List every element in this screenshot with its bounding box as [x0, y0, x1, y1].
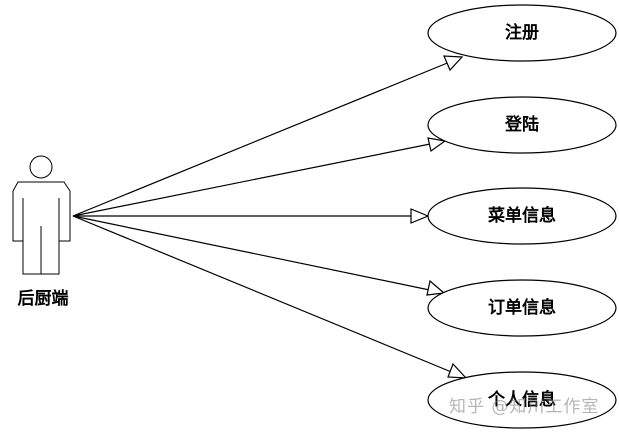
use-case-label-order-info: 订单信息	[488, 298, 556, 318]
association-register	[72, 55, 464, 217]
actor-head	[29, 155, 53, 179]
actor-label: 后厨端	[17, 289, 69, 309]
use-case-personal-info[interactable]	[427, 371, 617, 429]
use-case-order-info[interactable]	[427, 279, 617, 337]
use-case-register[interactable]	[427, 4, 617, 62]
association-login	[72, 137, 447, 217]
association-order-info	[72, 215, 446, 296]
use-case-label-menu-info: 菜单信息	[488, 206, 556, 226]
use-case-login[interactable]	[427, 96, 617, 154]
association-personal-info	[72, 215, 468, 379]
use-case-label-login: 登陆	[505, 115, 539, 135]
watermark: 知乎 @知川工作室	[449, 397, 600, 417]
use-case-menu-info[interactable]	[427, 187, 617, 245]
use-case-label-personal-info: 个人信息	[488, 390, 556, 410]
actor-figure	[12, 155, 71, 275]
association-menu-info	[73, 208, 430, 224]
use-case-label-register: 注册	[505, 23, 539, 43]
